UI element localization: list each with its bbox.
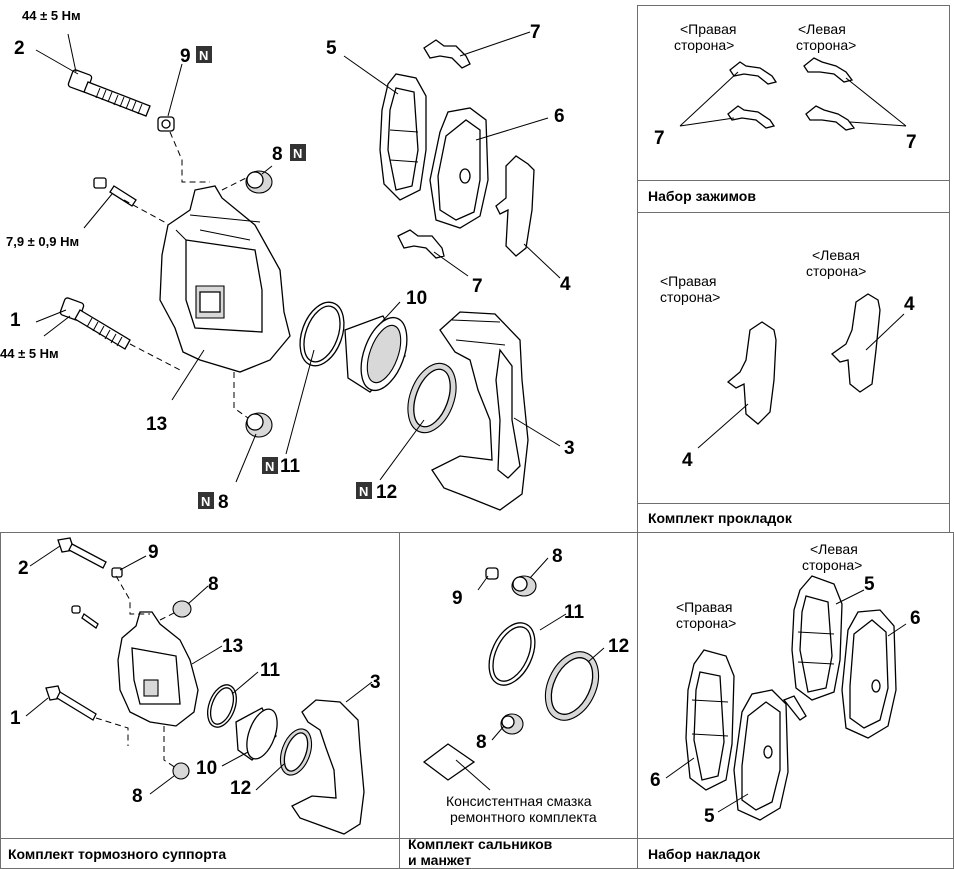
pads-kit-panel: <Левая сторона> <Правая сторона> 5 6 6 5… — [648, 541, 921, 862]
shims-left-side-line2: сторона> — [806, 263, 866, 279]
piston — [344, 315, 408, 393]
label-6: 6 — [554, 106, 565, 127]
kit-label-11: 11 — [260, 660, 281, 681]
boot-lower — [245, 412, 273, 438]
clip-lower — [397, 229, 445, 259]
n-badge-8-upper: N — [290, 144, 306, 161]
guide-bolt-lower — [59, 297, 131, 350]
n-badge-8-lower: N — [198, 492, 214, 509]
grease-note-line2: ремонтного комплекта — [450, 809, 597, 825]
main-labels: 44 ± 5 Нм 2 9 8 7,9 ± 0,9 Нм 1 44 ± 5 Нм… — [0, 8, 575, 513]
shims-label-4-left: 4 — [682, 450, 693, 471]
brake-pad-inner — [429, 107, 489, 229]
seal-kit-panel: 9 8 11 12 8 Консистентная смазка ремонтн… — [408, 546, 629, 868]
piston-boot — [407, 362, 457, 434]
seal-kit-caption-line1: Комплект сальников — [408, 836, 553, 852]
clips-right-side-line1: <Правая — [680, 21, 736, 37]
label-2: 2 — [14, 38, 25, 59]
svg-text:N: N — [265, 459, 274, 474]
shims-caption: Комплект прокладок — [648, 510, 793, 526]
label-3: 3 — [564, 438, 575, 459]
label-9: 9 — [180, 46, 191, 67]
n-badge-11: N — [262, 457, 278, 474]
boot-upper — [245, 170, 273, 194]
piston-seal — [299, 301, 345, 367]
label-12: 12 — [376, 482, 397, 503]
caliper-kit-panel: 2 9 8 13 11 3 1 10 12 8 Комплект тормозн… — [8, 537, 381, 862]
bleeder-screw — [93, 177, 137, 207]
grease-note-line1: Консистентная смазка — [446, 793, 592, 809]
kit-label-1: 1 — [10, 708, 21, 729]
svg-text:N: N — [199, 48, 208, 63]
n-badge-9: N — [196, 46, 212, 63]
guide-bolt-upper — [67, 69, 151, 117]
seal-label-8-upper: 8 — [552, 546, 563, 567]
pads-kit-caption: Набор накладок — [648, 846, 761, 862]
seal-label-11: 11 — [564, 602, 585, 623]
clips-caption: Набор зажимов — [648, 188, 756, 204]
torque-bolt-lower: 44 ± 5 Нм — [0, 346, 59, 361]
seal-label-12: 12 — [608, 636, 629, 657]
bushing — [157, 116, 175, 132]
pads-label-6-upper: 6 — [910, 608, 921, 629]
label-11: 11 — [280, 456, 301, 477]
shim — [495, 155, 535, 257]
clips-left-side-line2: сторона> — [796, 37, 856, 53]
clips-right-side-line2: сторона> — [674, 37, 734, 53]
caliper-kit-caption: Комплект тормозного суппорта — [8, 846, 226, 862]
kit-label-9: 9 — [148, 542, 159, 563]
label-7-upper: 7 — [530, 22, 541, 43]
label-5: 5 — [326, 38, 337, 59]
kit-label-3: 3 — [370, 672, 381, 693]
shims-left-side-line1: <Левая — [812, 247, 860, 263]
label-10: 10 — [406, 288, 427, 309]
caliper-body — [159, 185, 291, 373]
clips-label-7-left: 7 — [654, 128, 665, 149]
pads-label-5-upper: 5 — [864, 574, 875, 595]
seal-kit-caption-line2: и манжет — [408, 852, 471, 868]
main-exploded-view — [35, 31, 561, 511]
label-13: 13 — [146, 414, 167, 435]
label-8-upper: 8 — [272, 144, 283, 165]
pads-right-side-line1: <Правая — [676, 599, 732, 615]
shims-right-side-line2: сторона> — [660, 289, 720, 305]
label-4: 4 — [560, 274, 571, 295]
seal-label-8-lower: 8 — [476, 732, 487, 753]
kit-label-10: 10 — [196, 758, 217, 779]
brake-pad-outer — [379, 73, 427, 201]
pads-left-side-line2: сторона> — [802, 557, 862, 573]
clip-upper — [423, 39, 471, 69]
shims-right-side-line1: <Правая — [660, 273, 716, 289]
pads-left-side-line1: <Левая — [810, 541, 858, 557]
svg-text:N: N — [359, 484, 368, 499]
kit-label-13: 13 — [222, 636, 243, 657]
label-8-lower: 8 — [218, 492, 229, 513]
torque-bolt-upper: 44 ± 5 Нм — [22, 8, 81, 23]
pads-right-side-line2: сторона> — [676, 615, 736, 631]
seal-label-9: 9 — [452, 588, 463, 609]
kit-label-12: 12 — [230, 778, 251, 799]
svg-text:N: N — [201, 494, 210, 509]
n-badge-12: N — [356, 482, 372, 499]
pads-label-5-lower: 5 — [704, 806, 715, 827]
kit-label-2: 2 — [18, 558, 29, 579]
kit-label-8-lower: 8 — [132, 786, 143, 807]
label-7-lower: 7 — [472, 276, 483, 297]
svg-text:N: N — [293, 146, 302, 161]
kit-label-8-upper: 8 — [208, 574, 219, 595]
torque-bleeder: 7,9 ± 0,9 Нм — [6, 234, 79, 249]
clips-label-7-right: 7 — [906, 132, 917, 153]
label-1: 1 — [10, 310, 21, 331]
clips-left-side-line1: <Левая — [798, 21, 846, 37]
shims-label-4-right: 4 — [904, 294, 915, 315]
shims-panel: <Левая сторона> <Правая сторона> 4 4 Ком… — [648, 247, 915, 526]
pads-label-6-lower: 6 — [650, 770, 661, 791]
caliper-support — [431, 311, 529, 511]
clips-panel: <Правая сторона> <Левая сторона> 7 7 Наб… — [648, 21, 917, 204]
